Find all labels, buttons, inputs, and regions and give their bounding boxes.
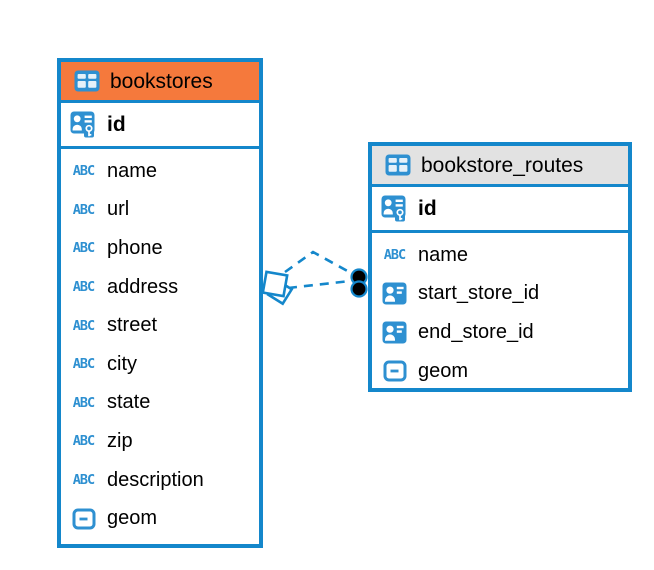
column-row[interactable]: ABC zip bbox=[61, 422, 259, 461]
text-type-icon: ABC bbox=[72, 317, 95, 334]
column-row[interactable]: ABC phone bbox=[61, 229, 259, 268]
entity-bookstores[interactable]: bookstores id ABC name ABC url ABC phone… bbox=[57, 58, 263, 548]
geometry-type-icon bbox=[68, 508, 99, 530]
column-name: street bbox=[107, 314, 158, 337]
text-type-icon: ABC bbox=[72, 394, 95, 411]
table-icon bbox=[71, 70, 102, 92]
text-type-icon: ABC bbox=[72, 472, 95, 489]
column-row[interactable]: ABC state bbox=[61, 384, 259, 423]
column-name: description bbox=[107, 468, 204, 491]
column-name: id bbox=[418, 196, 437, 220]
column-name: url bbox=[107, 198, 130, 221]
column-name: name bbox=[418, 243, 469, 266]
relationship-line-start-store-id[interactable] bbox=[284, 250, 352, 275]
column-row[interactable]: start_store_id bbox=[372, 275, 628, 314]
column-row[interactable]: geom bbox=[61, 499, 259, 538]
text-type-icon: ABC bbox=[72, 356, 95, 373]
column-name: address bbox=[107, 275, 179, 298]
column-name: city bbox=[107, 352, 137, 375]
entity-bookstore-routes-fields: ABC name start_store_id end_store_id ge bbox=[372, 233, 628, 390]
text-type-icon: ABC bbox=[72, 279, 95, 296]
text-type-icon: ABC bbox=[72, 163, 95, 180]
primary-key-icon bbox=[379, 195, 410, 222]
column-name: state bbox=[107, 391, 151, 414]
column-name: start_store_id bbox=[418, 282, 540, 305]
entity-bookstore-routes-header[interactable]: bookstore_routes bbox=[372, 146, 628, 187]
column-name: zip bbox=[107, 429, 133, 452]
column-row[interactable]: ABC street bbox=[61, 306, 259, 345]
column-name: name bbox=[107, 159, 158, 182]
column-name: phone bbox=[107, 236, 163, 259]
relationship-line-end-store-id[interactable] bbox=[287, 279, 351, 290]
fk-endpoint-dot-markers bbox=[350, 268, 368, 298]
column-name: geom bbox=[418, 359, 469, 382]
column-name: geom bbox=[107, 507, 158, 530]
entity-bookstores-fields: ABC name ABC url ABC phone ABC address A… bbox=[61, 149, 259, 538]
text-type-icon: ABC bbox=[383, 247, 406, 264]
column-row[interactable]: ABC address bbox=[61, 268, 259, 307]
primary-key-icon bbox=[68, 111, 99, 138]
optional-diamond-marker bbox=[261, 270, 294, 306]
entity-bookstores-header[interactable]: bookstores bbox=[61, 62, 259, 103]
foreign-key-icon bbox=[379, 282, 410, 305]
column-row[interactable]: end_store_id bbox=[372, 313, 628, 352]
entity-title: bookstore_routes bbox=[421, 153, 584, 177]
column-row-pk[interactable]: id bbox=[61, 103, 259, 149]
column-name: id bbox=[107, 112, 126, 136]
foreign-key-icon bbox=[379, 321, 410, 344]
table-icon bbox=[382, 154, 413, 176]
geometry-type-icon bbox=[379, 360, 410, 382]
column-row[interactable]: geom bbox=[372, 352, 628, 391]
column-row[interactable]: ABC name bbox=[61, 152, 259, 191]
column-row-pk[interactable]: id bbox=[372, 187, 628, 233]
column-name: end_store_id bbox=[418, 320, 534, 343]
column-row[interactable]: ABC name bbox=[372, 236, 628, 275]
entity-bookstore-routes[interactable]: bookstore_routes id ABC name start_store… bbox=[368, 142, 632, 392]
column-row[interactable]: ABC url bbox=[61, 191, 259, 230]
column-row[interactable]: ABC description bbox=[61, 461, 259, 500]
text-type-icon: ABC bbox=[72, 433, 95, 450]
text-type-icon: ABC bbox=[72, 240, 95, 257]
entity-title: bookstores bbox=[110, 69, 213, 93]
text-type-icon: ABC bbox=[72, 201, 95, 218]
column-row[interactable]: ABC city bbox=[61, 345, 259, 384]
